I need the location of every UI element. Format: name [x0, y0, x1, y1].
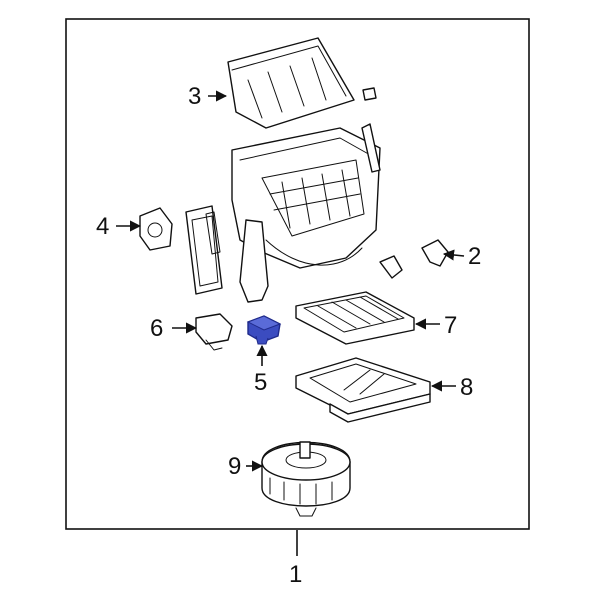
- callout-4: 4: [96, 213, 109, 240]
- leader-2: [442, 249, 465, 261]
- part-5-blower-resistor-highlighted[interactable]: [246, 315, 282, 345]
- hvac-housing[interactable]: [231, 123, 381, 303]
- part-7-cabin-filter[interactable]: [295, 291, 415, 345]
- callout-9: 9: [228, 453, 241, 480]
- callout-6: 6: [150, 315, 163, 342]
- part-6-resistor[interactable]: [195, 313, 233, 351]
- part-3-inlet-duct[interactable]: [227, 37, 377, 129]
- part-2-sensor[interactable]: [379, 239, 449, 279]
- evaporator-case[interactable]: [185, 205, 223, 295]
- callout-2: 2: [468, 243, 481, 270]
- callout-8: 8: [460, 374, 473, 401]
- part-9-blower-motor[interactable]: [261, 441, 351, 517]
- callout-5: 5: [254, 369, 267, 396]
- part-8-filter-frame[interactable]: [295, 357, 431, 423]
- part-4-actuator[interactable]: [139, 207, 173, 251]
- diagram-frame: [65, 18, 530, 530]
- callout-3: 3: [188, 83, 201, 110]
- callout-1: 1: [289, 561, 302, 588]
- callout-7: 7: [444, 312, 457, 339]
